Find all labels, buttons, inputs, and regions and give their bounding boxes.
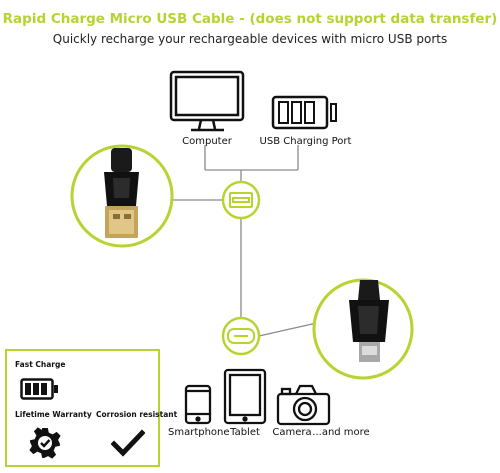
fast-charge-label: Fast Charge <box>15 360 66 369</box>
checkmark-icon <box>111 429 145 457</box>
computer-caption: Computer <box>182 136 232 147</box>
usb-charging-port-icon <box>271 95 337 130</box>
usb-a-plug <box>104 148 139 238</box>
usb-a-port-icon <box>229 192 253 208</box>
connection-lines <box>133 145 322 337</box>
battery-icon <box>20 378 58 400</box>
computer-icon <box>169 70 245 132</box>
page-title: Rapid Charge Micro USB Cable - (does not… <box>2 11 498 27</box>
page-subtitle: Quickly recharge your rechargeable devic… <box>52 32 448 46</box>
gear-badge-icon <box>29 427 61 459</box>
smartphone-icon <box>184 384 212 425</box>
micro-usb-port-icon <box>227 328 255 344</box>
usb-a-port-circle <box>221 180 261 220</box>
charging-port-caption: USB Charging Port <box>259 136 352 147</box>
lifetime-warranty-label: Lifetime Warranty <box>15 410 92 419</box>
tablet-caption: Tablet <box>230 427 260 438</box>
micro-usb-plug <box>349 280 389 362</box>
and-more-caption: ...and more <box>312 427 370 438</box>
camera-icon <box>276 384 331 426</box>
tablet-icon <box>223 368 267 425</box>
smartphone-caption: Smartphone <box>168 427 230 438</box>
features-panel: Fast Charge Lifetime Warranty Corrosion … <box>5 349 177 467</box>
corrosion-resistant-label: Corrosion resistant <box>96 410 178 419</box>
camera-caption: Camera <box>272 427 312 438</box>
